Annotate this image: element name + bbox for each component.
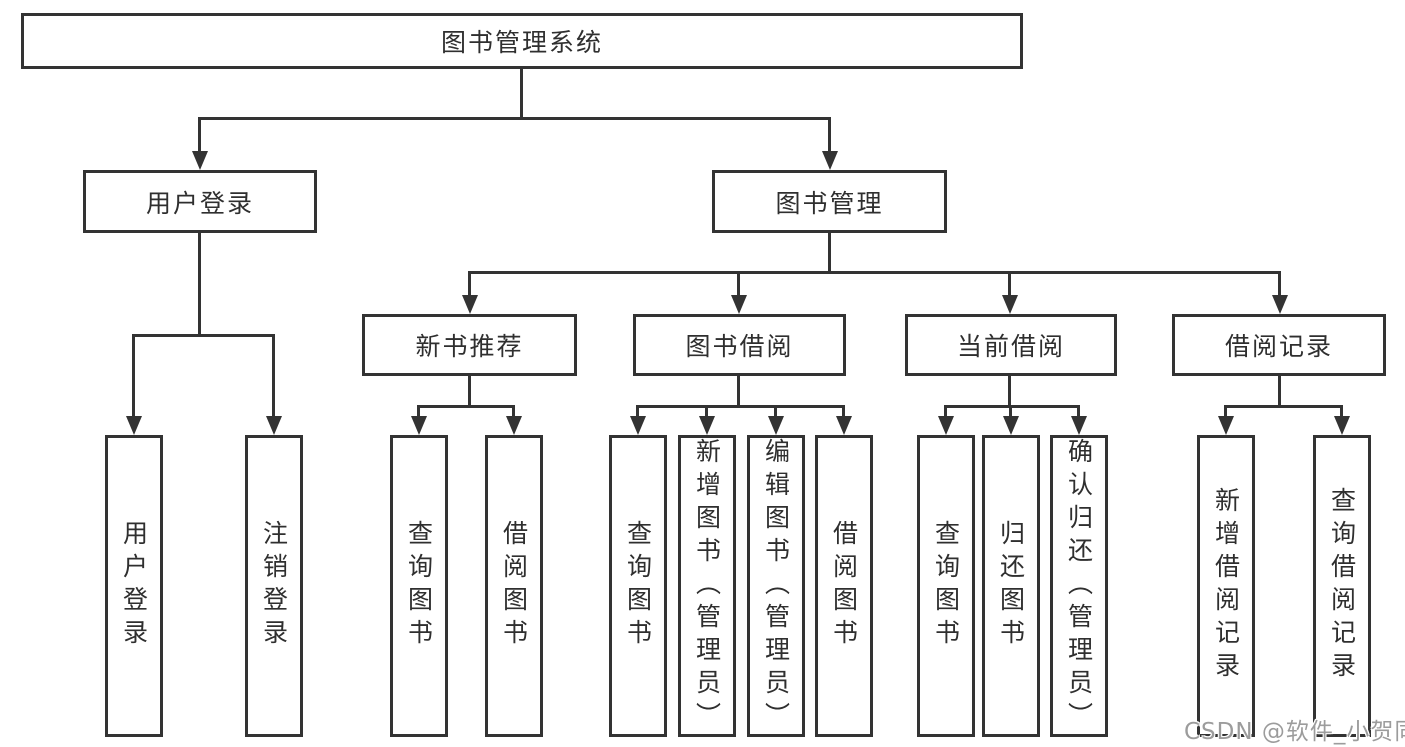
connector-arrow: [821, 117, 838, 170]
connector-hline: [417, 405, 515, 408]
connector-vline: [737, 376, 740, 407]
node-label: 图书借阅: [685, 332, 794, 361]
node-label: 当前借阅: [956, 332, 1065, 361]
connector-arrow: [698, 405, 715, 435]
connector-vline: [198, 233, 201, 335]
node-current-borrowing: 当前借阅: [905, 314, 1117, 376]
leaf-bb-borrow-books: 借阅图书: [815, 435, 873, 737]
node-label: 借阅记录: [1224, 332, 1333, 361]
leaf-logout: 注销登录: [245, 435, 303, 737]
leaf-label: 归还图书: [996, 520, 1026, 652]
connector-arrow: [191, 117, 208, 170]
leaf-cb-return-books: 归还图书: [982, 435, 1040, 737]
connector-hline: [944, 405, 1080, 408]
connector-vline: [1008, 376, 1011, 407]
connector-arrow: [410, 405, 427, 435]
connector-hline: [636, 405, 845, 408]
connector-hline: [468, 271, 1281, 274]
leaf-label: 注销登录: [259, 520, 289, 652]
node-label: 图书管理系统: [440, 28, 603, 57]
leaf-label: 新增图书（管理员）: [692, 438, 722, 735]
node-new-book-recommendation: 新书推荐: [362, 314, 577, 376]
connector-arrow: [1217, 405, 1234, 435]
connector-vline: [520, 69, 523, 118]
leaf-label: 借阅图书: [829, 520, 859, 652]
connector-arrow: [1333, 405, 1350, 435]
leaf-bb-edit-book-admin: 编辑图书（管理员）: [747, 435, 805, 737]
connector-arrow: [505, 405, 522, 435]
leaf-user-login: 用户登录: [105, 435, 163, 737]
leaf-nb-query-books: 查询图书: [390, 435, 448, 737]
connector-arrow: [835, 405, 852, 435]
connector-arrow: [937, 405, 954, 435]
node-library-management-system: 图书管理系统: [21, 13, 1023, 69]
node-label: 新书推荐: [415, 332, 524, 361]
node-label: 图书管理: [775, 188, 884, 218]
connector-hline: [1224, 405, 1343, 408]
node-user-login: 用户登录: [83, 170, 317, 233]
connector-vline: [468, 376, 471, 407]
connector-arrow: [730, 271, 747, 314]
connector-arrow: [265, 334, 282, 435]
connector-arrow: [1070, 405, 1087, 435]
connector-arrow: [629, 405, 646, 435]
connector-arrow: [1271, 271, 1288, 314]
leaf-label: 借阅图书: [499, 520, 529, 652]
node-label: 用户登录: [145, 188, 254, 218]
connector-arrow: [767, 405, 784, 435]
connector-vline: [828, 233, 831, 274]
connector-arrow: [1002, 405, 1019, 435]
connector-arrow: [125, 334, 142, 435]
connector-hline: [198, 117, 831, 120]
leaf-br-add-record: 新增借阅记录: [1197, 435, 1255, 737]
node-book-borrowing: 图书借阅: [633, 314, 846, 376]
leaf-label: 新增借阅记录: [1211, 487, 1241, 685]
leaf-label: 查询图书: [623, 520, 653, 652]
connector-vline: [1278, 376, 1281, 407]
leaf-br-query-record: 查询借阅记录: [1313, 435, 1371, 737]
connector-arrow: [461, 271, 478, 314]
leaf-bb-add-book-admin: 新增图书（管理员）: [678, 435, 736, 737]
leaf-label: 查询借阅记录: [1327, 487, 1357, 685]
leaf-label: 查询图书: [404, 520, 434, 652]
leaf-label: 查询图书: [931, 520, 961, 652]
connector-arrow: [1001, 271, 1018, 314]
csdn-watermark: CSDN @软件_小贺同学: [1184, 719, 1405, 745]
leaf-label: 用户登录: [119, 520, 149, 652]
leaf-label: 编辑图书（管理员）: [761, 438, 791, 735]
leaf-cb-confirm-return-admin: 确认归还（管理员）: [1050, 435, 1108, 737]
connector-hline: [132, 334, 275, 337]
leaf-label: 确认归还（管理员）: [1064, 438, 1094, 735]
leaf-bb-query-books: 查询图书: [609, 435, 667, 737]
leaf-cb-query-books: 查询图书: [917, 435, 975, 737]
node-book-management: 图书管理: [712, 170, 947, 233]
node-borrowing-records: 借阅记录: [1172, 314, 1386, 376]
leaf-nb-borrow-books: 借阅图书: [485, 435, 543, 737]
